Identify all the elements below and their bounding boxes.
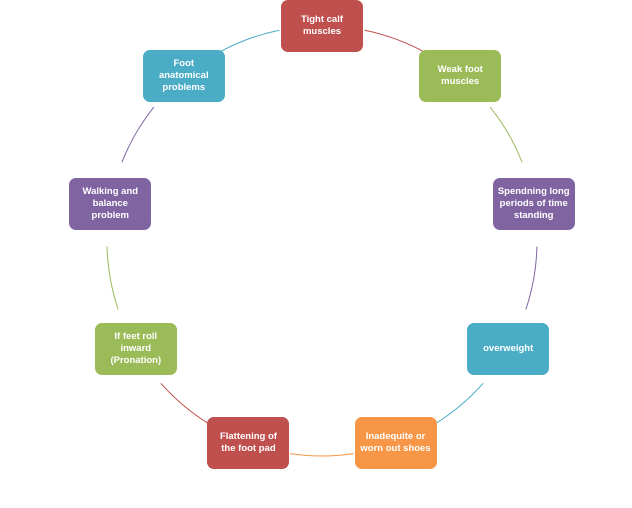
node-flattening-foot-pad: Flattening of the foot pad bbox=[207, 417, 290, 470]
connector-arc-8 bbox=[219, 29, 280, 53]
connector-arc-5 bbox=[160, 383, 211, 425]
node-long-periods-standing: Spendning long periods of time standing bbox=[492, 177, 575, 230]
node-pronation: If feet roll inward (Pronation) bbox=[94, 322, 177, 375]
connector-arc-3 bbox=[433, 383, 484, 425]
node-foot-anatomical-problems: Foot anatomical problems bbox=[142, 50, 225, 103]
connector-arc-1 bbox=[489, 106, 523, 163]
node-overweight: overweight bbox=[467, 322, 550, 375]
connector-arc-4 bbox=[289, 453, 355, 457]
connector-arc-6 bbox=[106, 246, 119, 310]
node-inadequate-shoes: Inadequite or worn out shoes bbox=[354, 417, 437, 470]
node-weak-foot-muscles: Weak foot muscles bbox=[419, 50, 502, 103]
node-walking-balance-problem: Walking and balance problem bbox=[69, 177, 152, 230]
connector-arc-2 bbox=[525, 246, 538, 310]
connector-arc-7 bbox=[121, 106, 155, 163]
node-tight-calf-muscles: Tight calf muscles bbox=[281, 0, 363, 52]
connector-arc-0 bbox=[364, 29, 425, 53]
